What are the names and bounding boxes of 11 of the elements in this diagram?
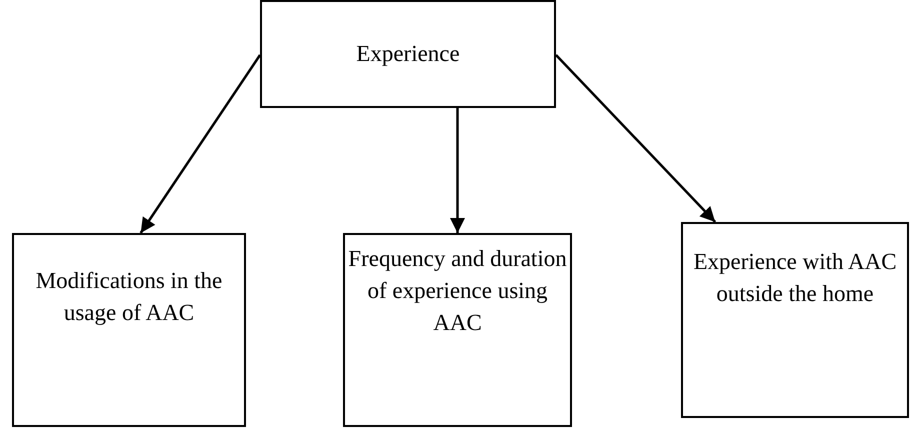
box-label: Experience with AAC outside the home — [692, 248, 898, 308]
arrow — [450, 108, 465, 233]
text-box — [681, 222, 909, 418]
box-label: Modifications in the usage of AAC — [34, 267, 224, 327]
arrow — [555, 54, 716, 223]
box-label: Experience — [356, 40, 460, 68]
box-label: Frequency and duration of experience using AAC — [347, 245, 568, 337]
text-box — [12, 233, 246, 427]
text-box — [260, 0, 556, 108]
arrow — [140, 54, 262, 234]
text-box — [343, 233, 572, 427]
